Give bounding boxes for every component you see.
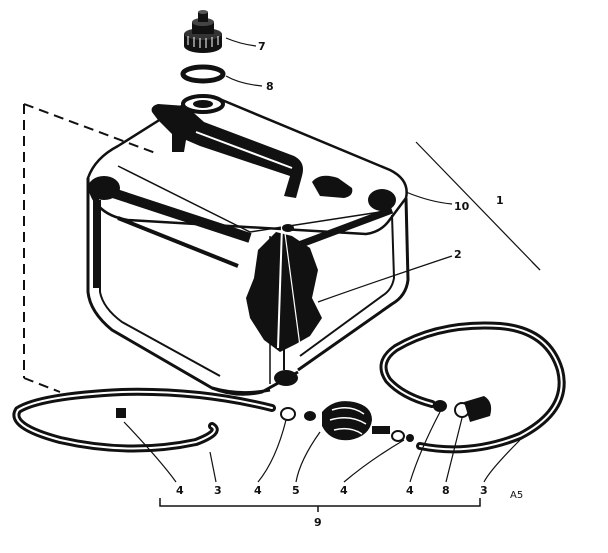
- left-fitting: [280, 407, 296, 421]
- tank-connector: [433, 396, 492, 422]
- callout-bottom-8: 3: [480, 484, 488, 497]
- leader-lines: [123, 37, 541, 483]
- callout-tank-assembly: 1: [496, 194, 504, 207]
- left-hose: [12, 387, 276, 453]
- callout-cap: 7: [258, 40, 266, 53]
- callout-bottom-6: 4: [406, 484, 414, 497]
- left-hose-clamp: [116, 408, 126, 418]
- gasket-ring: [180, 64, 226, 84]
- callout-bottom-4: 5: [292, 484, 300, 497]
- callout-bottom-2: 3: [214, 484, 222, 497]
- hose-set-bracket: [159, 498, 481, 512]
- callout-decal: 2: [454, 248, 462, 261]
- bulb-valve: [372, 426, 390, 434]
- primer-bulb: [322, 401, 372, 441]
- fuel-tank: [86, 94, 410, 396]
- callout-tank: 10: [454, 200, 470, 213]
- callout-bottom-5: 4: [340, 484, 348, 497]
- callout-bottom-7: 8: [442, 484, 450, 497]
- callout-bottom-3: 4: [254, 484, 262, 497]
- callout-hose-set: 9: [314, 516, 322, 529]
- dashed-outline: [23, 103, 159, 393]
- right-clamp: [406, 434, 414, 442]
- left-clamp: [304, 411, 316, 421]
- callout-gasket: 8: [266, 80, 274, 93]
- filler-cap: [184, 10, 222, 53]
- figure-code: A5: [510, 490, 523, 501]
- primer-bulb-assembly: [280, 401, 414, 442]
- right-hose: [379, 321, 566, 454]
- right-fitting: [391, 430, 405, 442]
- callout-bottom-1: 4: [176, 484, 184, 497]
